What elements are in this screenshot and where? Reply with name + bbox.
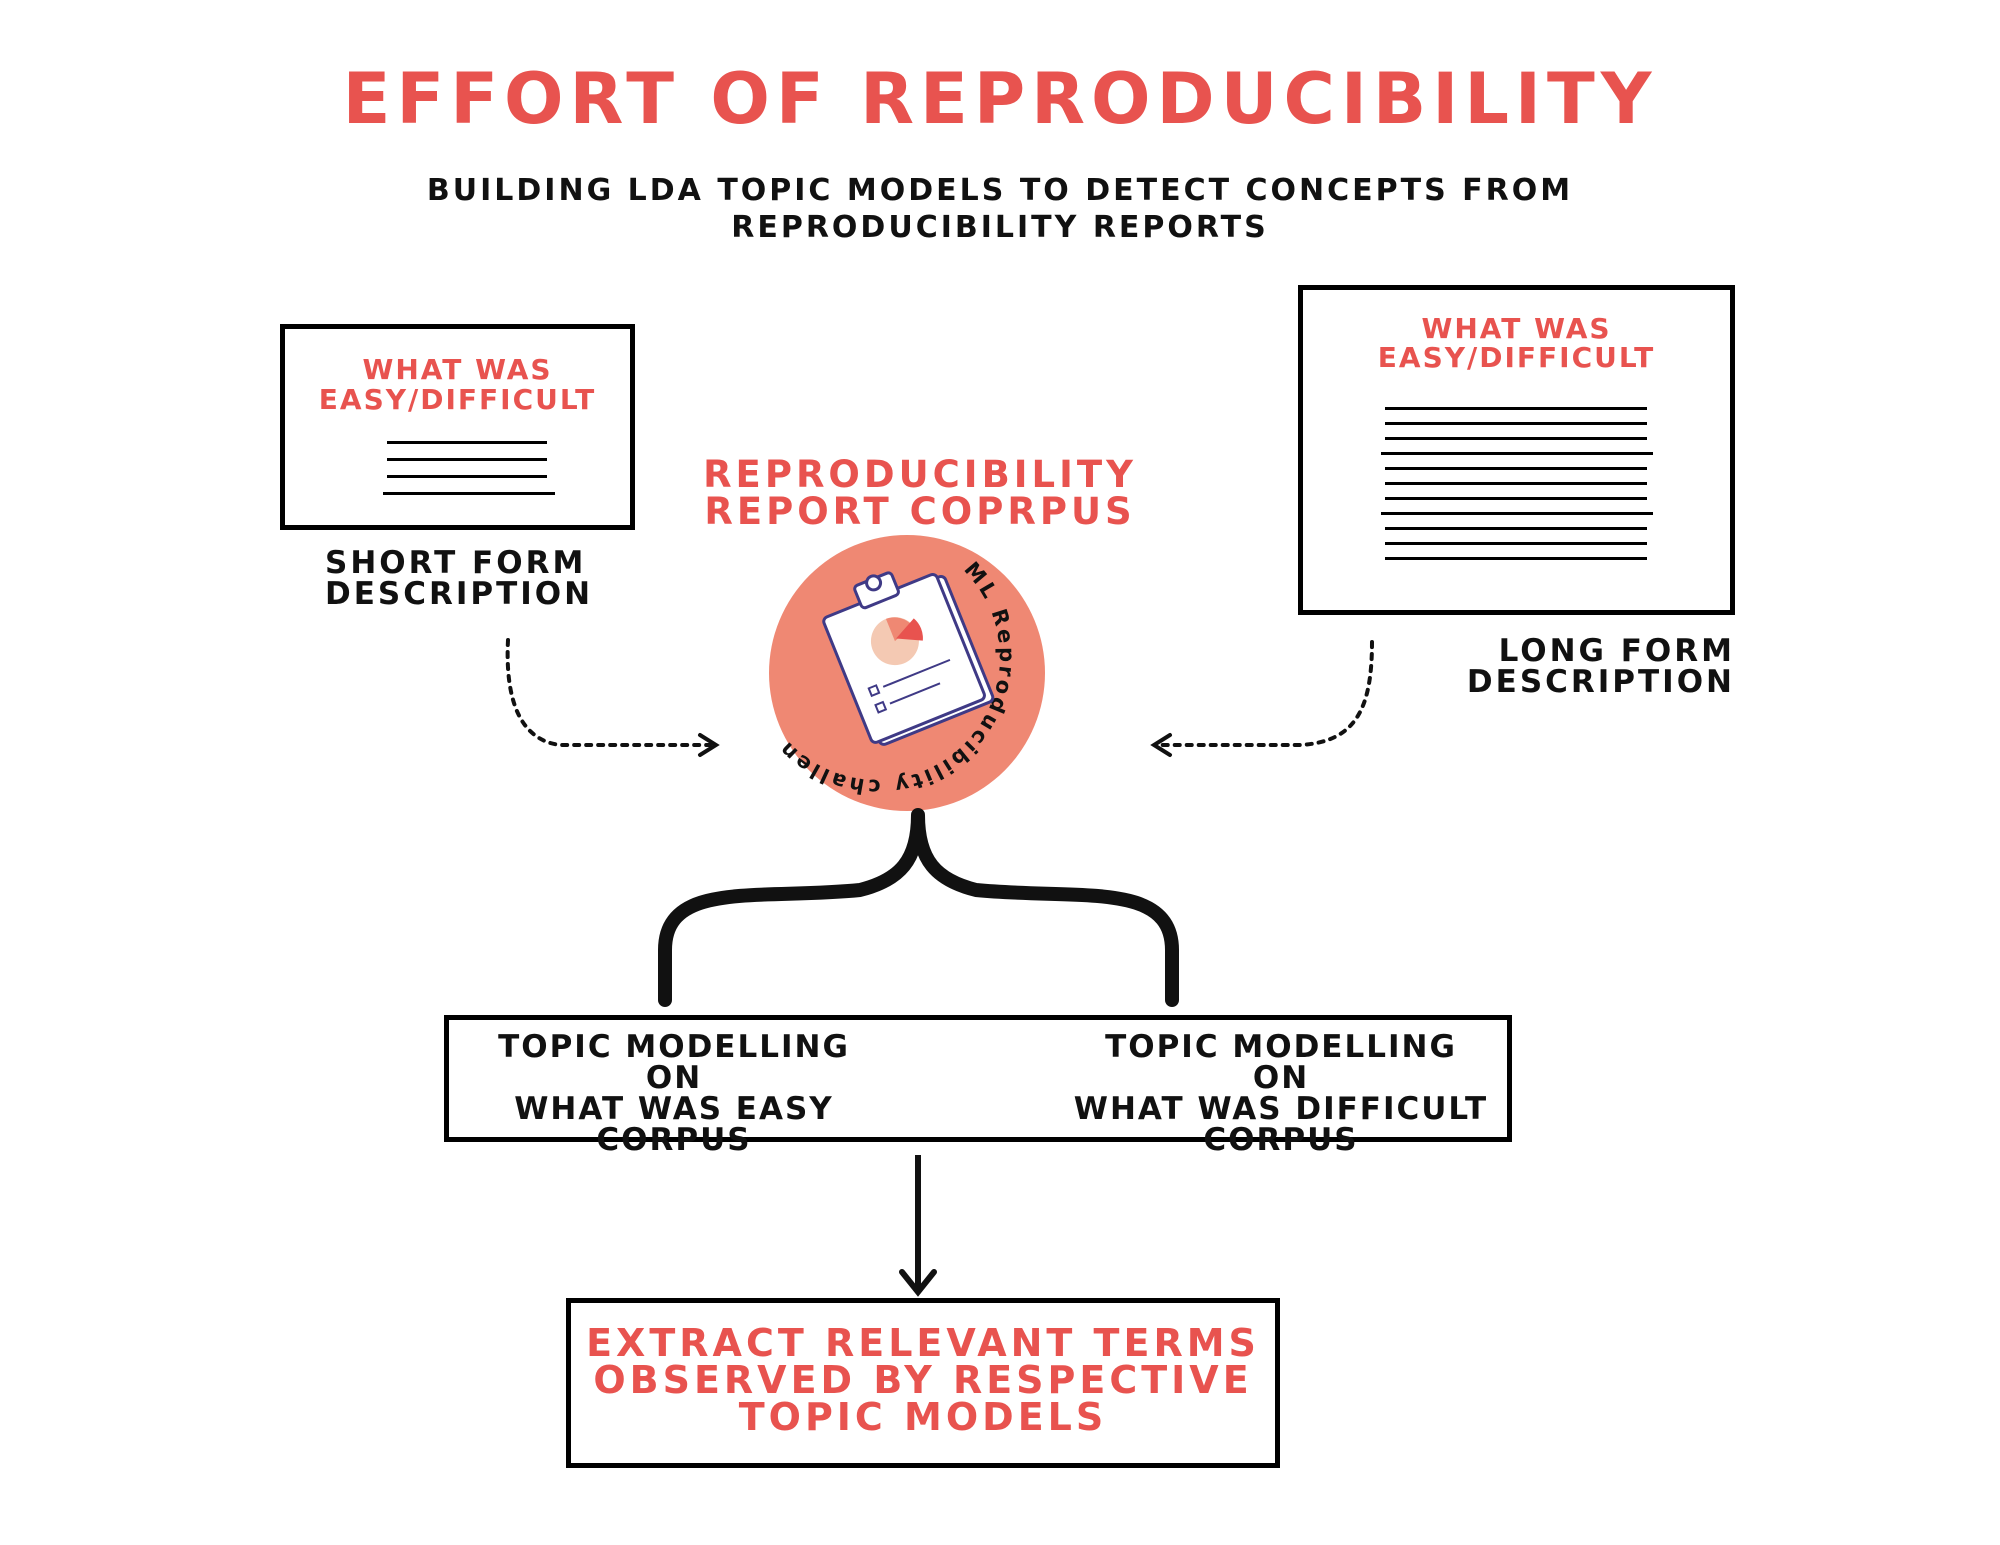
topic-easy-line-2: WHAT WAS EASY [514,1091,834,1127]
short-doc-text-line [387,441,547,444]
diagram-subtitle: BUILDING LDA TOPIC MODELS TO DETECT CONC… [380,172,1620,246]
long-arrowhead [1150,733,1172,757]
extract-line-2: OBSERVED BY RESPECTIVE [593,1358,1253,1402]
topic-difficult-line-2: WHAT WAS DIFFICULT [1073,1091,1489,1127]
long-doc-text-line [1385,467,1647,470]
short-doc-heading-line-1: WHAT WAS [362,353,553,386]
clipboard-icon [822,571,995,746]
long-caption-line-2: DESCRIPTION [1466,664,1735,700]
corpus-title-line-1: REPRODUCIBILITY [703,453,1137,496]
long-doc-text-line [1385,407,1647,410]
topic-difficult-line-1: TOPIC MODELLING ON [1105,1029,1457,1096]
short-form-caption: SHORT FORM DESCRIPTION [325,548,593,610]
long-doc-text-line [1385,437,1647,440]
long-caption-line-1: LONG FORM [1498,633,1735,669]
long-doc-text-line [1381,512,1653,515]
diagram-title: EFFORT OF REPRODUCIBILITY [342,58,1658,140]
brace-connector [658,808,1179,1007]
short-to-corpus-arrow [505,638,712,747]
short-form-document: WHAT WAS EASY/DIFFICULT [280,324,635,530]
long-doc-text-line [1381,452,1653,455]
short-caption-line-2: DESCRIPTION [325,576,594,612]
topic-easy-text: TOPIC MODELLING ON WHAT WAS EASY CORPUS [469,1032,879,1156]
corpus-title: REPRODUCIBILITY REPORT COPRPUS [660,456,1180,530]
long-doc-text-line [1385,497,1647,500]
short-arrowhead [698,733,720,757]
extract-terms-box: EXTRACT RELEVANT TERMS OBSERVED BY RESPE… [566,1298,1280,1468]
long-doc-text-line [1385,542,1647,545]
long-doc-text-line [1385,482,1647,485]
topic-difficult-text: TOPIC MODELLING ON WHAT WAS DIFFICULT CO… [1071,1032,1491,1156]
short-caption-line-1: SHORT FORM [325,545,587,581]
corpus-title-line-2: REPORT COPRPUS [704,490,1136,533]
long-form-caption: LONG FORM DESCRIPTION [1465,636,1735,698]
short-doc-text-line [383,492,555,495]
long-doc-heading-line-1: WHAT WAS [1421,312,1612,345]
long-doc-heading: WHAT WAS EASY/DIFFICULT [1303,314,1730,372]
topic-easy-line-3: CORPUS [596,1122,752,1158]
subtitle-line-2: REPRODUCIBILITY REPORTS [731,210,1269,245]
long-to-corpus-arrow [1156,640,1374,747]
long-doc-text-line [1385,422,1647,425]
short-doc-text-line [387,458,547,461]
extract-terms-text: EXTRACT RELEVANT TERMS OBSERVED BY RESPE… [571,1321,1275,1439]
long-doc-text-line [1385,527,1647,530]
short-doc-heading-line-2: EASY/DIFFICULT [318,383,597,416]
long-doc-text-line [1385,557,1647,560]
extract-line-3: TOPIC MODELS [738,1395,1108,1439]
subtitle-line-1: BUILDING LDA TOPIC MODELS TO DETECT CONC… [426,173,1574,208]
extract-line-1: EXTRACT RELEVANT TERMS [586,1321,1260,1365]
long-form-document: WHAT WAS EASY/DIFFICULT [1298,285,1735,615]
topic-easy-line-1: TOPIC MODELLING ON [498,1029,850,1096]
short-doc-text-line [387,475,547,478]
topic-difficult-line-3: CORPUS [1203,1122,1359,1158]
ml-reproducibility-badge: ML Reproducibility challenge [0,0,1045,811]
down-arrowhead [899,1269,937,1297]
topic-modelling-box: TOPIC MODELLING ON WHAT WAS EASY CORPUS … [444,1015,1512,1156]
long-doc-heading-line-2: EASY/DIFFICULT [1377,341,1656,374]
short-doc-heading: WHAT WAS EASY/DIFFICULT [285,355,630,415]
